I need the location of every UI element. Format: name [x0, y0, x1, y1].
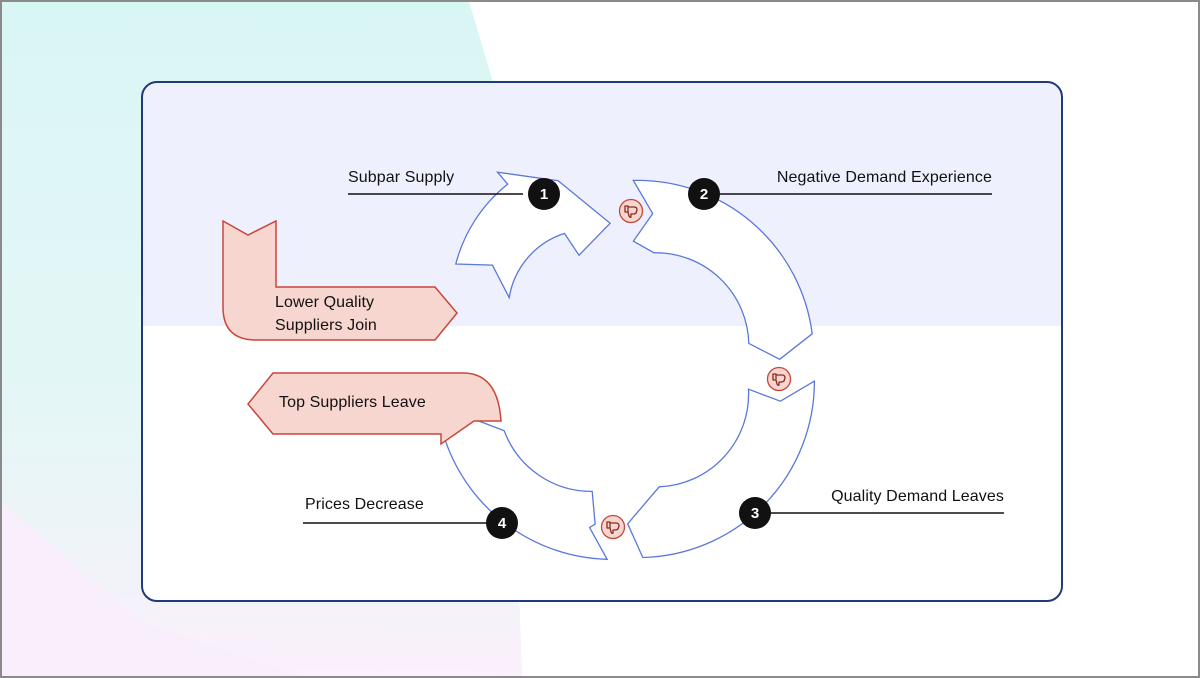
pink-background-shape	[2, 502, 522, 676]
callout-lower-quality-join	[222, 219, 458, 341]
step-label-quality-demand-leaves: Quality Demand Leaves	[831, 488, 1004, 505]
step-badge-3: 3	[739, 497, 771, 529]
vicious-cycle-diagram: 1 2 3 4	[222, 171, 1004, 560]
cycle-arrow-segment-1	[454, 171, 612, 300]
cycle-arrow-segment-4	[444, 417, 609, 560]
diagram-card: 1 2 3 4	[141, 81, 1063, 602]
step-label-negative-demand-experience: Negative Demand Experience	[776, 169, 992, 186]
step-badge-2: 2	[688, 178, 720, 210]
thumbs-down-icon	[618, 198, 644, 224]
cycle-arrow-segment-2	[632, 179, 813, 361]
step-label-prices-decrease: Prices Decrease	[305, 496, 424, 513]
step-badge-4: 4	[486, 507, 518, 539]
step-label-subpar-supply: Subpar Supply	[348, 169, 455, 186]
step-number-4: 4	[498, 515, 507, 532]
step-number-2: 2	[700, 186, 708, 203]
cycle-arrow-segment-3	[626, 379, 816, 559]
thumbs-down-icon	[766, 366, 792, 392]
callout-top-suppliers-leave	[247, 372, 502, 446]
callout-label-lower-quality-suppliers-join: Lower Quality Suppliers Join	[275, 294, 377, 334]
step-badge-1: 1	[528, 178, 560, 210]
step-number-3: 3	[751, 505, 759, 522]
callout-label-top-suppliers-leave: Top Suppliers Leave	[279, 394, 426, 411]
thumbs-down-icon	[600, 514, 626, 540]
step-number-1: 1	[540, 186, 548, 203]
